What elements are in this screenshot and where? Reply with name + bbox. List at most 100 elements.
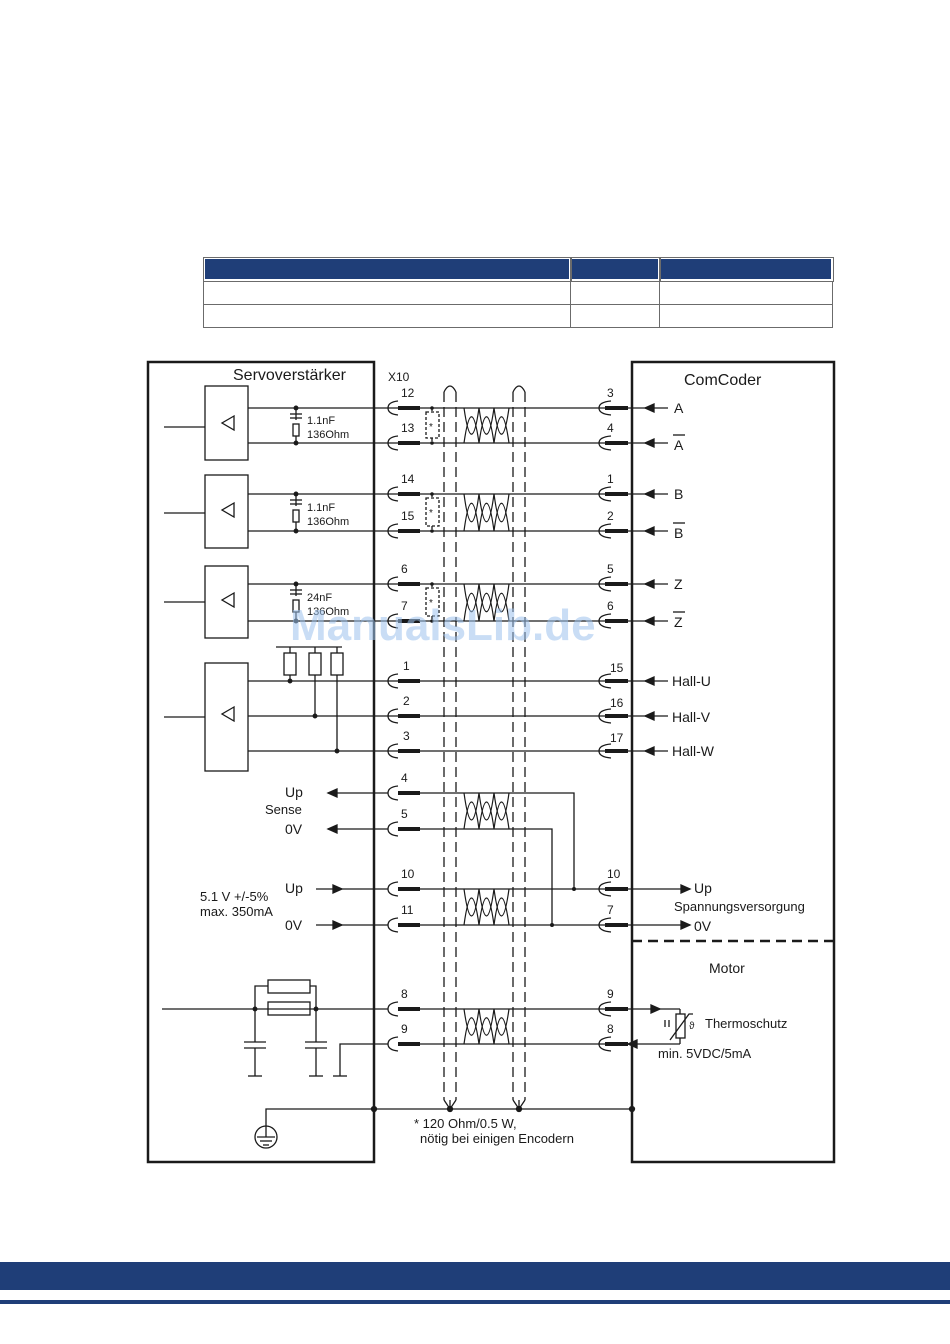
- signal-label: Hall-V: [672, 709, 711, 725]
- receiver-block-b: [164, 474, 249, 549]
- svg-text:*: *: [429, 508, 433, 519]
- theta-icon: ϑ: [689, 1021, 695, 1032]
- table-cell: [203, 304, 571, 328]
- thermo-label: Thermoschutz: [705, 1016, 787, 1031]
- spannung-label: Spannungsversorgung: [674, 899, 805, 914]
- pin-right: 6: [607, 599, 614, 613]
- pin-left: 4: [401, 771, 408, 785]
- note-line2: nötig bei einigen Encodern: [420, 1131, 574, 1146]
- signal-label: Z: [674, 576, 683, 592]
- hall-pullups: [276, 646, 344, 754]
- ground-icon: [254, 1125, 278, 1149]
- svg-text:*: *: [429, 422, 433, 433]
- pin-right: 5: [607, 562, 614, 576]
- signal-label: A: [674, 437, 684, 453]
- servo-box: [146, 360, 376, 1164]
- pin-left: 11: [401, 903, 414, 917]
- pin-left: 15: [401, 509, 415, 523]
- table-row: [203, 280, 833, 305]
- header-table: [202, 256, 834, 328]
- comcoder-title: ComCoder: [684, 372, 762, 389]
- cap-label-a: 1.1nF: [307, 415, 335, 427]
- pin-left: 1: [403, 659, 410, 673]
- table-row: [203, 304, 833, 328]
- thermal-input-circuit: [162, 979, 388, 1077]
- pin-left: 7: [401, 599, 408, 613]
- pin-right: 8: [607, 1022, 614, 1036]
- pin-left: 13: [401, 421, 415, 435]
- pin-left: 10: [401, 867, 415, 881]
- header-cell: [202, 256, 572, 282]
- ov-sense-label: 0V: [285, 821, 303, 837]
- signal-label: A: [674, 400, 684, 416]
- pin-right: 7: [607, 903, 614, 917]
- pin-right: 16: [610, 696, 624, 710]
- terminator-stars: * * *: [429, 422, 433, 609]
- pin-left: 3: [403, 729, 410, 743]
- right-connectors: [598, 400, 628, 1052]
- sense-label: Sense: [265, 802, 302, 817]
- shield-cap: [512, 385, 526, 393]
- ov-right-label: 0V: [694, 918, 712, 934]
- res-label-a: 136Ohm: [307, 429, 349, 441]
- cable-shields: [443, 392, 526, 1100]
- termination-b: [290, 491, 302, 534]
- ground-bus: [265, 1099, 636, 1126]
- pin-right: 15: [610, 661, 624, 675]
- pin-right: 9: [607, 987, 614, 1001]
- pin-right: 3: [607, 386, 614, 400]
- signal-label: Hall-W: [672, 743, 715, 759]
- motor-title: Motor: [709, 960, 745, 976]
- pin-left: 14: [401, 472, 415, 486]
- pin-right: 1: [607, 472, 614, 486]
- signal-lines: [248, 407, 404, 752]
- signal-label: Hall-U: [672, 673, 711, 689]
- footer-bar: [0, 1262, 950, 1290]
- table-cell: [203, 280, 571, 305]
- thermistor-symbol: [626, 1003, 693, 1050]
- cap-label-z: 24nF: [307, 592, 332, 604]
- receiver-block-a: [164, 385, 249, 461]
- up-supply-label: Up: [285, 880, 303, 896]
- pin-right: 10: [607, 867, 621, 881]
- svg-text:*: *: [429, 598, 433, 609]
- termination-z: [290, 581, 302, 624]
- pin-left: 9: [401, 1022, 408, 1036]
- res-label-z: 136Ohm: [307, 606, 349, 618]
- cable-wires: [420, 407, 605, 1045]
- ov-supply-label: 0V: [285, 917, 303, 933]
- table-header-row: [202, 256, 834, 282]
- supply-voltage: 5.1 V +/-5%: [200, 889, 269, 904]
- pin-right: 4: [607, 421, 614, 435]
- thermo-min-label: min. 5VDC/5mA: [658, 1046, 752, 1061]
- header-cell: [658, 256, 834, 282]
- sense-arrows: [316, 787, 388, 931]
- up-right-label: Up: [694, 880, 712, 896]
- up-sense-label: Up: [285, 784, 303, 800]
- x10-label: X10: [388, 370, 410, 384]
- res-label-b: 136Ohm: [307, 516, 349, 528]
- signal-label: B: [674, 525, 683, 541]
- table-cell: [570, 304, 660, 328]
- signal-label: Z: [674, 614, 683, 630]
- watermark: ManualsLib.de: [290, 601, 596, 650]
- header-cell: [569, 256, 661, 282]
- receiver-block-hall: [164, 662, 249, 772]
- servo-title: Servoverstärker: [233, 367, 347, 384]
- junction-dot: [572, 887, 576, 891]
- left-connectors: [387, 400, 420, 1052]
- junction-dot: [550, 923, 554, 927]
- encoder-arrows: [628, 402, 668, 757]
- pin-right: 17: [610, 731, 624, 745]
- footer-line: [0, 1300, 950, 1304]
- supply-current: max. 350mA: [200, 904, 273, 919]
- supply-arrows-right: [628, 883, 692, 931]
- pin-left: 12: [401, 386, 415, 400]
- shield-cap: [443, 385, 457, 393]
- termination-a: [290, 405, 302, 446]
- signal-label: B: [674, 486, 683, 502]
- pin-left: 8: [401, 987, 408, 1001]
- receiver-block-z: [164, 565, 249, 639]
- twisted-pairs: [463, 407, 510, 1045]
- overbars: [673, 434, 685, 613]
